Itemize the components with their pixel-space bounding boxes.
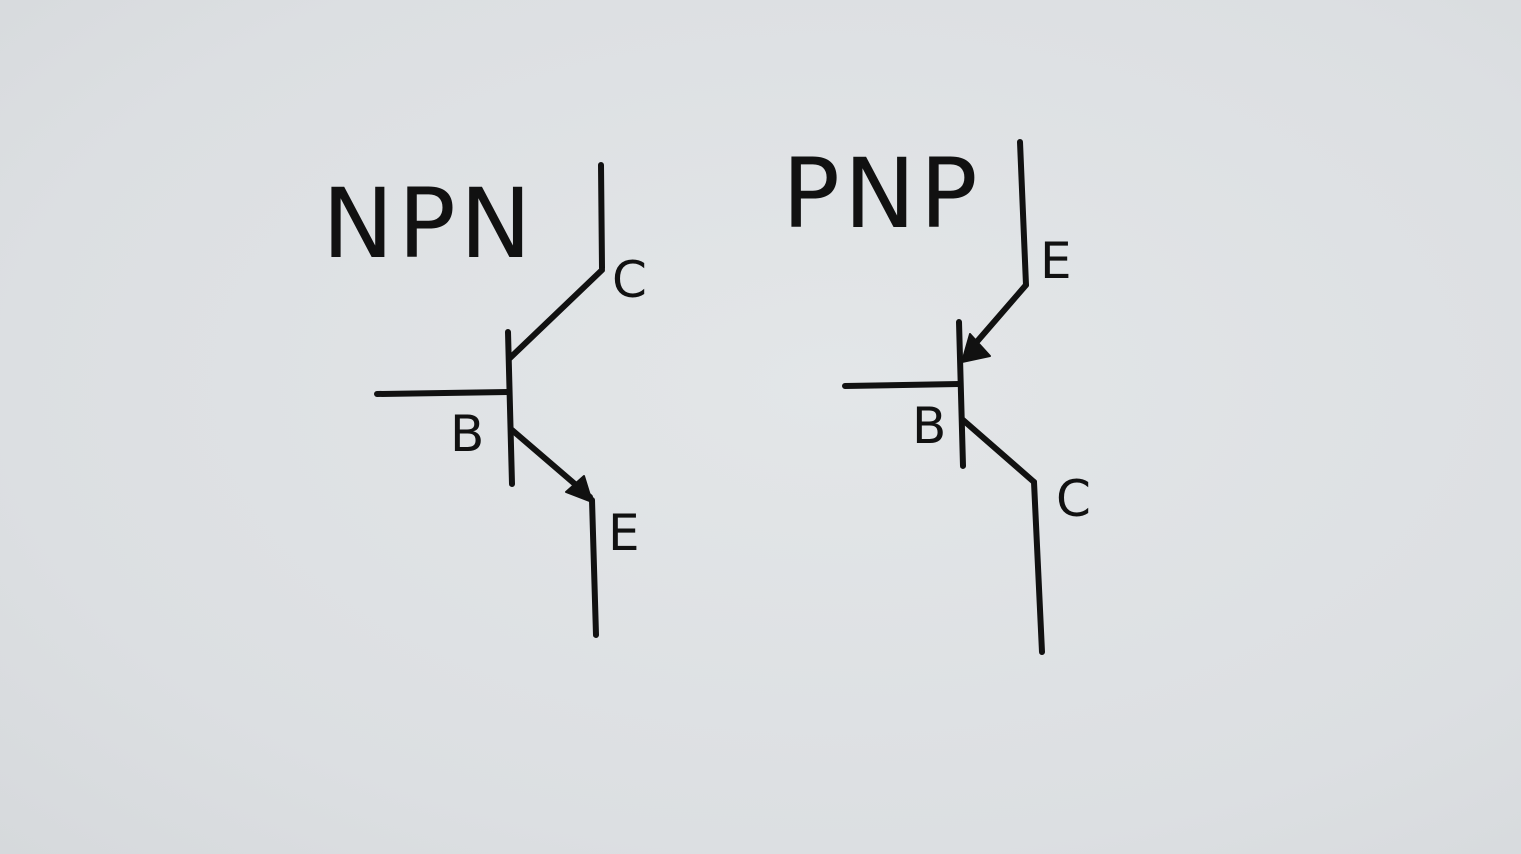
pnp-base-label: B bbox=[912, 397, 946, 455]
npn-base-label: B bbox=[450, 405, 484, 463]
npn-base-bar bbox=[505, 329, 515, 487]
pnp-emitter-arrowhead bbox=[961, 333, 991, 363]
pnp-symbol: PNP E B C bbox=[782, 138, 1091, 655]
npn-title: NPN bbox=[322, 168, 536, 280]
npn-collector-lead bbox=[598, 162, 605, 271]
pnp-title: PNP bbox=[782, 138, 982, 250]
pnp-base-bar bbox=[956, 319, 966, 469]
pnp-collector-lead bbox=[1031, 479, 1045, 655]
pnp-emitter-label: E bbox=[1040, 232, 1072, 290]
npn-collector-label: C bbox=[612, 251, 647, 309]
pnp-emitter-diagonal bbox=[965, 282, 1029, 355]
pnp-base-lead bbox=[842, 381, 962, 389]
npn-collector-diagonal bbox=[507, 267, 605, 361]
pnp-collector-diagonal bbox=[960, 417, 1037, 485]
npn-emitter-lead bbox=[589, 497, 599, 638]
npn-emitter-label: E bbox=[608, 504, 640, 562]
npn-emitter-arrowhead bbox=[565, 475, 593, 503]
pnp-emitter-lead bbox=[1017, 139, 1029, 288]
npn-symbol: NPN C B E bbox=[322, 162, 647, 638]
pnp-collector-label: C bbox=[1056, 470, 1091, 528]
npn-base-lead bbox=[374, 389, 511, 397]
